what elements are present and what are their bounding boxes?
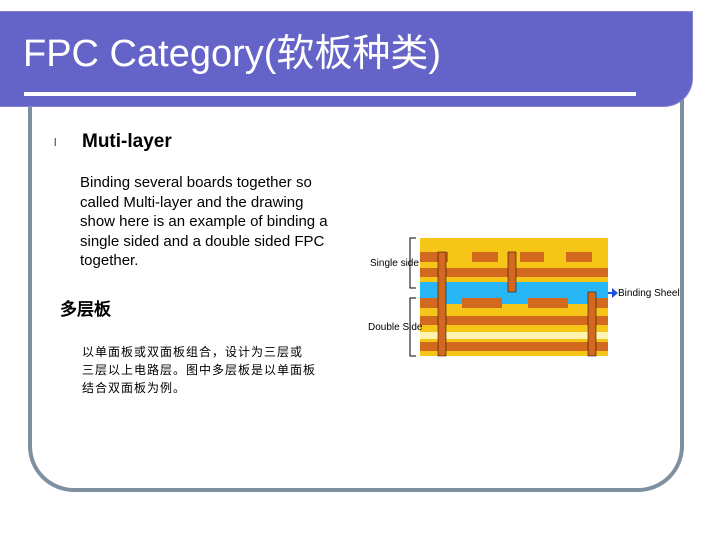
- cn-body: 以单面板或双面板组合，设计为三层或 三层以上电路层。图中多层板是以单面板 结合双…: [82, 345, 317, 395]
- cn-heading: 多层板: [60, 300, 111, 320]
- binding-arrow: [608, 288, 618, 298]
- multilayer-diagram: Single side Double Side Binding Sheel: [368, 237, 680, 357]
- content-frame: [28, 90, 684, 492]
- vias: [437, 251, 597, 357]
- bullet-marker: l: [54, 137, 57, 149]
- double-side-bracket: [409, 297, 416, 357]
- single-side-bracket: [409, 237, 416, 289]
- title-underline: [24, 92, 636, 96]
- section-heading: Muti-layer: [82, 131, 172, 152]
- dielectric-band: [420, 332, 608, 339]
- slide-title: FPC Category(软板种类): [23, 33, 442, 75]
- single-side-label: Single side: [370, 258, 419, 269]
- section-body: Binding several boards together so calle…: [80, 174, 328, 269]
- title-bar: [0, 12, 692, 106]
- binding-sheet-label: Binding Sheel: [618, 288, 680, 299]
- double-side-label: Double Side: [368, 322, 423, 333]
